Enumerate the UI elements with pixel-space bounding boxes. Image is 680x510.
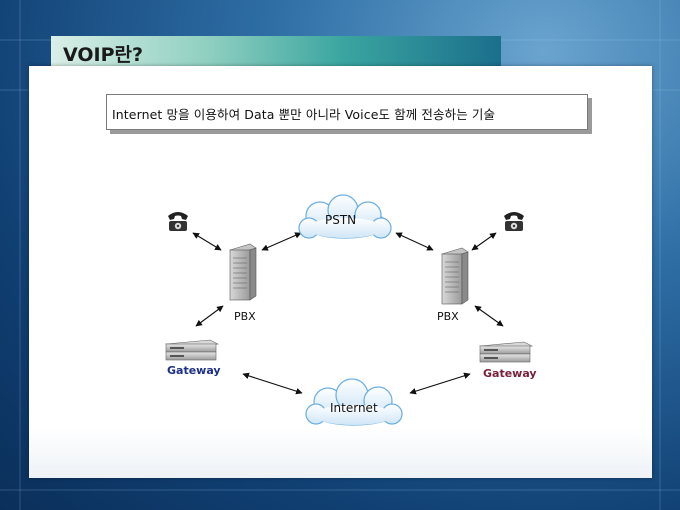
pstn-label: PSTN (325, 213, 357, 227)
gateway-device-icon-right (478, 341, 534, 363)
arrow-gateway-left-internet (242, 372, 303, 395)
description-box: Internet 망을 이용하여 Data 뿐만 아니라 Voice도 함께 전… (106, 94, 588, 130)
pbx-left-label: PBX (234, 310, 256, 323)
gateway-right-label: Gateway (483, 367, 537, 380)
pbx-server-icon-right (441, 247, 469, 305)
arrow-internet-gateway-right (409, 372, 471, 395)
arrow-pstn-pbx-right (395, 232, 434, 251)
arrow-pbx-left-pstn (261, 232, 302, 251)
arrow-pbx-right-gateway (474, 305, 504, 327)
internet-cloud-icon (305, 378, 403, 426)
pbx-server-icon-left (229, 243, 257, 301)
title-bar: VOIP란? (51, 36, 501, 67)
pbx-right-label: PBX (437, 310, 459, 323)
gateway-left-label: Gateway (167, 364, 221, 377)
telephone-icon-left (168, 212, 188, 231)
page-title: VOIP란? (63, 44, 144, 66)
pstn-cloud-icon (298, 194, 392, 239)
arrow-pbx-right-phone (471, 232, 497, 251)
arrow-phone-left-pbx (192, 232, 222, 251)
telephone-icon-right (504, 212, 524, 231)
gateway-device-icon-left (164, 339, 220, 361)
description-text: Internet 망을 이용하여 Data 뿐만 아니라 Voice도 함께 전… (112, 107, 496, 122)
internet-label: Internet (330, 401, 378, 415)
arrow-pbx-left-gateway (195, 305, 224, 327)
